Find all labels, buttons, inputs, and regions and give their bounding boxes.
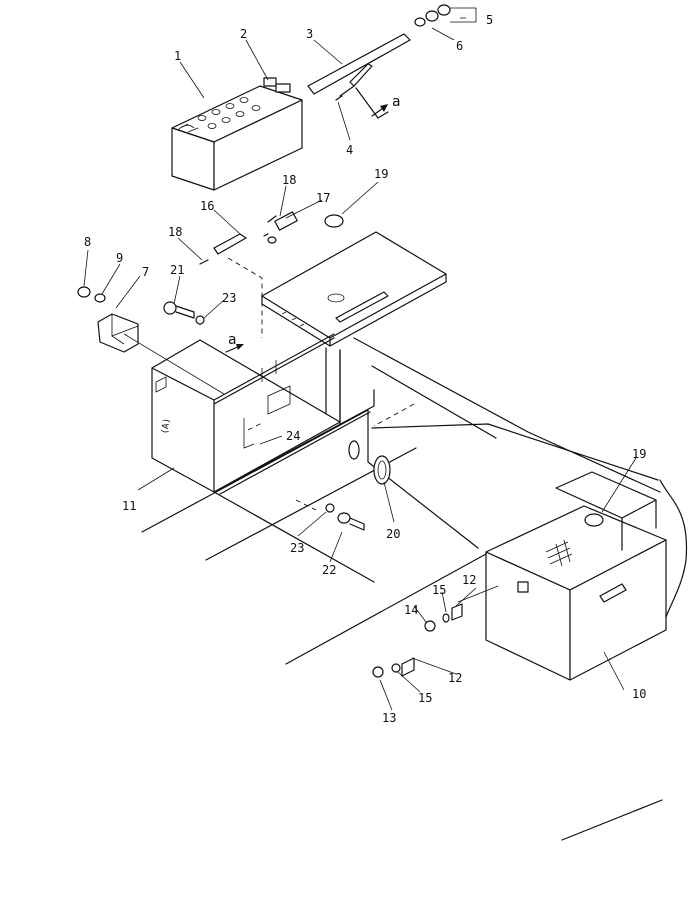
view-mark-top: a — [392, 94, 400, 110]
battery — [171, 77, 303, 191]
frame-rails — [141, 337, 688, 841]
callout-17: 17 — [316, 191, 330, 205]
box-fasteners — [372, 585, 499, 678]
nut-and-washer — [414, 4, 477, 27]
callout-4: 4 — [346, 143, 353, 157]
battery-bracket — [151, 333, 375, 495]
callout-6: 6 — [456, 39, 463, 53]
grommet-upper — [324, 214, 344, 228]
callout-20: 20 — [386, 527, 400, 541]
battery-switch — [77, 286, 225, 395]
callout-15-upper: 15 — [432, 583, 446, 597]
callout-labels: 1 2 3 4 5 6 7 8 9 10 11 12 12 13 14 15 1… — [84, 13, 646, 725]
bolt-and-washer-lower — [325, 503, 365, 531]
callout-23-lower: 23 — [290, 541, 304, 555]
battery-box — [485, 471, 667, 681]
callout-7: 7 — [142, 265, 149, 279]
grommet-frame — [348, 440, 391, 485]
callout-15-lower: 15 — [418, 691, 432, 705]
callout-19-upper: 19 — [374, 167, 388, 181]
callout-18-right: 18 — [282, 173, 296, 187]
callout-12-upper: 12 — [462, 573, 476, 587]
callout-8: 8 — [84, 235, 91, 249]
callout-1: 1 — [174, 49, 181, 63]
callout-3: 3 — [306, 27, 313, 41]
callout-14: 14 — [404, 603, 418, 617]
callout-11: 11 — [122, 499, 136, 513]
callout-22: 22 — [322, 563, 336, 577]
callout-2: 2 — [240, 27, 247, 41]
callout-18-left: 18 — [168, 225, 182, 239]
callout-10: 10 — [632, 687, 646, 701]
callout-23-upper: 23 — [222, 291, 236, 305]
bolt-and-washer-upper — [163, 301, 205, 325]
hold-down-rod — [199, 211, 298, 338]
callout-24: 24 — [286, 429, 300, 443]
clamp-bar — [307, 33, 411, 101]
callout-13: 13 — [382, 711, 396, 725]
callout-5: 5 — [486, 13, 493, 27]
leader-lines — [83, 17, 637, 711]
callout-12-lower: 12 — [448, 671, 462, 685]
bracket-stamp: (A) — [160, 417, 173, 435]
callout-21: 21 — [170, 263, 184, 277]
callout-9: 9 — [116, 251, 123, 265]
view-arrow-top — [355, 87, 389, 119]
callout-16: 16 — [200, 199, 214, 213]
view-mark-middle: a — [228, 332, 236, 348]
view-arrow-middle — [225, 344, 244, 353]
callout-19-box: 19 — [632, 447, 646, 461]
